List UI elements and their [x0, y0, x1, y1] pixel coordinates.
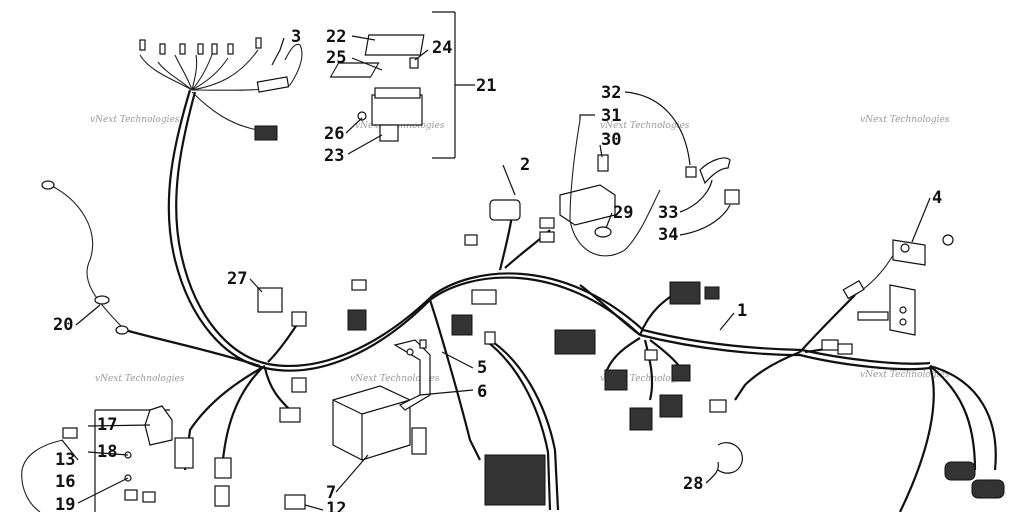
callout-17: 17 — [97, 415, 117, 435]
callout-13: 13 — [55, 450, 75, 470]
callout-5: 5 — [477, 358, 487, 378]
callout-12: 12 — [326, 499, 346, 512]
part-27-relay — [257, 287, 307, 327]
callout-29: 29 — [613, 203, 633, 223]
callout-23: 23 — [324, 146, 344, 166]
watermark: vNext Technologies — [95, 374, 185, 384]
callout-labels: 1 2 3 4 5 6 7 12 13 16 17 18 19 20 21 22… — [53, 27, 942, 512]
main-harness — [124, 89, 997, 512]
part-4-sensor-bracket — [842, 234, 954, 336]
callout-1: 1 — [737, 301, 747, 321]
callout-2: 2 — [520, 155, 530, 175]
part-3-wire-bundle — [139, 37, 303, 141]
callout-21: 21 — [476, 76, 496, 96]
leader-lines — [61, 35, 931, 511]
callout-3: 3 — [291, 27, 301, 47]
watermark: vNext Technologies — [355, 121, 445, 131]
callout-30: 30 — [601, 130, 621, 150]
callout-19: 19 — [55, 495, 75, 512]
watermark: vNext Technologies — [860, 115, 950, 125]
callout-33: 33 — [658, 203, 678, 223]
watermark: vNext Technologies — [600, 121, 690, 131]
part-2-connector — [464, 199, 555, 246]
callout-20: 20 — [53, 315, 73, 335]
callout-24: 24 — [432, 38, 452, 58]
callout-27: 27 — [227, 269, 247, 289]
callout-6: 6 — [477, 382, 487, 402]
part-20-ground-strap — [41, 180, 129, 335]
callout-32: 32 — [601, 83, 621, 103]
watermarks: vNext Technologies vNext Technologies vN… — [90, 115, 950, 384]
part-29-module — [559, 119, 661, 257]
parts-13-19-group — [21, 405, 306, 512]
part-6-bracket — [393, 339, 431, 411]
callout-7: 7 — [326, 483, 336, 503]
callout-28: 28 — [683, 474, 703, 494]
callout-16: 16 — [55, 472, 75, 492]
watermark: vNext Technologies — [90, 115, 180, 125]
callout-26: 26 — [324, 124, 344, 144]
watermark: vNext Technologies — [350, 374, 440, 384]
part-28-clamp — [717, 442, 743, 474]
callout-4: 4 — [932, 188, 942, 208]
watermark: vNext Technologies — [860, 370, 950, 380]
callout-31: 31 — [601, 106, 621, 126]
callout-22: 22 — [326, 27, 346, 47]
part-7-control-module — [332, 385, 411, 461]
callout-34: 34 — [658, 225, 678, 245]
fuse-box-assembly — [329, 11, 475, 159]
callout-18: 18 — [97, 442, 117, 462]
parts-32-34-hose — [685, 157, 740, 205]
callout-25: 25 — [326, 48, 346, 68]
watermark: vNext Technologies — [600, 374, 690, 384]
harness-connectors — [174, 279, 1005, 507]
